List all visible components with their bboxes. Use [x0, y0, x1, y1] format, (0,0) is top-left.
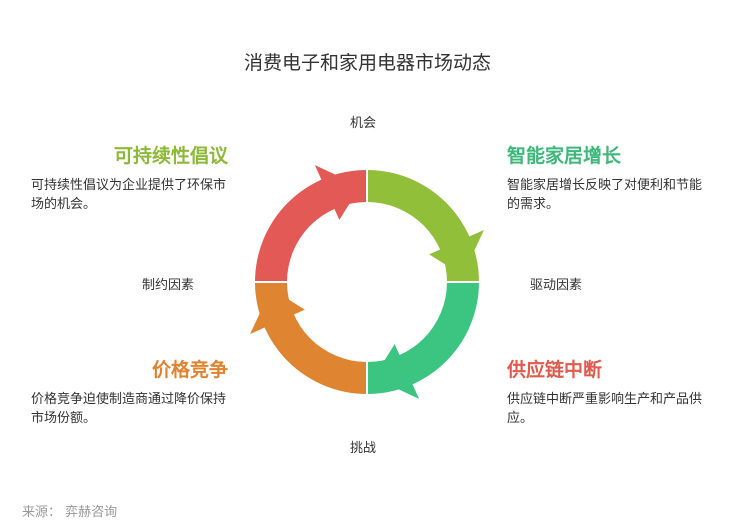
heading-supply-chain: 供应链中断	[507, 359, 603, 381]
axis-label-drivers: 驱动因素	[530, 278, 583, 293]
arc-bottom-right-head	[373, 344, 420, 399]
desc-smart-home: 智能家居增长反映了对便利和节能的需求。	[507, 178, 703, 212]
desc-sustainability: 可持续性倡议为企业提供了环保市场的机会。	[31, 178, 227, 212]
source-note: 来源： 弈赫咨询	[22, 505, 118, 520]
heading-smart-home: 智能家居增长	[507, 145, 622, 167]
axis-label-opportunity: 机会	[350, 116, 377, 131]
arc-top-right-head	[429, 229, 484, 276]
axis-label-challenge: 挑战	[350, 441, 377, 456]
axis-label-constraints: 制约因素	[142, 278, 195, 293]
arc-bottom-left-head	[250, 288, 305, 335]
heading-sustainability: 可持续性倡议	[113, 145, 228, 167]
page-title: 消费电子和家用电器市场动态	[243, 52, 491, 74]
heading-price-competition: 价格竞争	[151, 359, 228, 381]
desc-supply-chain: 供应链中断严重影响生产和产品供应。	[507, 392, 703, 426]
desc-price-competition: 价格竞争迫使制造商通过降价保持市场份额。	[31, 392, 227, 426]
arc-top-left-head	[314, 165, 361, 220]
